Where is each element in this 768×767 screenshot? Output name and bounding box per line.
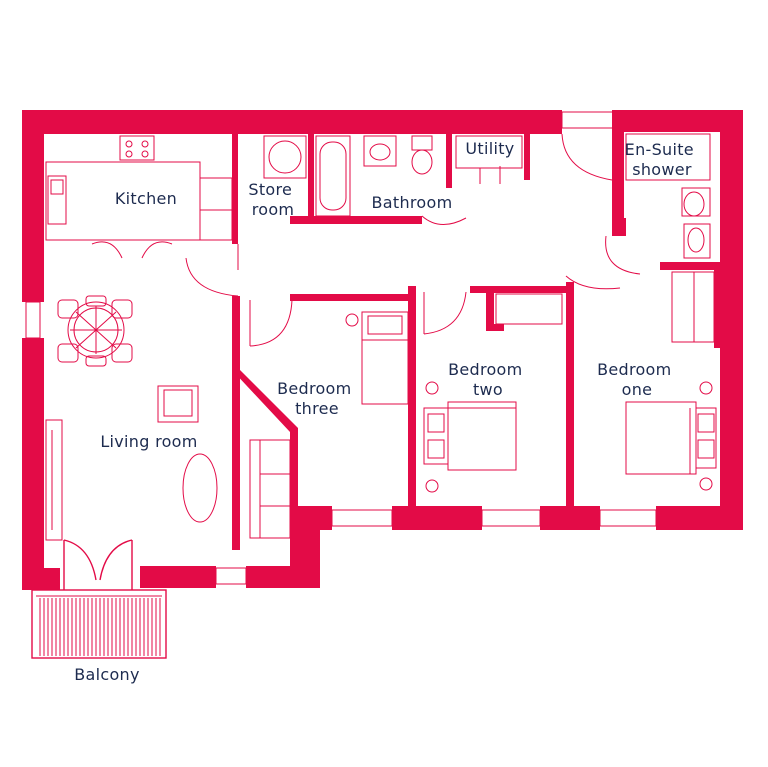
interior-walls bbox=[232, 110, 720, 550]
label-bedroom-three: Bedroom three bbox=[277, 379, 357, 418]
label-bedroom-two: Bedroom two bbox=[448, 360, 528, 399]
store-room-fixtures bbox=[263, 135, 307, 179]
dining-set bbox=[57, 295, 133, 367]
living-furniture bbox=[45, 385, 291, 541]
bedroom-one-furniture bbox=[625, 271, 717, 491]
label-bathroom: Bathroom bbox=[372, 193, 453, 212]
bathroom-fixtures bbox=[315, 135, 433, 217]
ensuite-fixtures bbox=[625, 133, 711, 259]
label-store-room: Store room bbox=[248, 180, 297, 219]
label-bedroom-one: Bedroom one bbox=[597, 360, 677, 399]
label-ensuite-shower: En-Suite shower bbox=[625, 140, 700, 179]
label-balcony: Balcony bbox=[74, 665, 140, 684]
windows bbox=[25, 111, 657, 585]
bedroom-two-furniture bbox=[423, 293, 563, 493]
balcony-deck bbox=[31, 589, 167, 659]
label-utility: Utility bbox=[465, 139, 514, 158]
label-living-room: Living room bbox=[100, 432, 197, 451]
bedroom-three-furniture bbox=[345, 311, 409, 405]
kitchen-units bbox=[45, 135, 233, 241]
room-labels: Kitchen Store room Bathroom Utility En-S… bbox=[74, 139, 700, 684]
utility-fixtures bbox=[455, 135, 523, 169]
label-kitchen: Kitchen bbox=[115, 189, 177, 208]
outer-walls bbox=[22, 110, 743, 590]
doors bbox=[63, 133, 641, 590]
